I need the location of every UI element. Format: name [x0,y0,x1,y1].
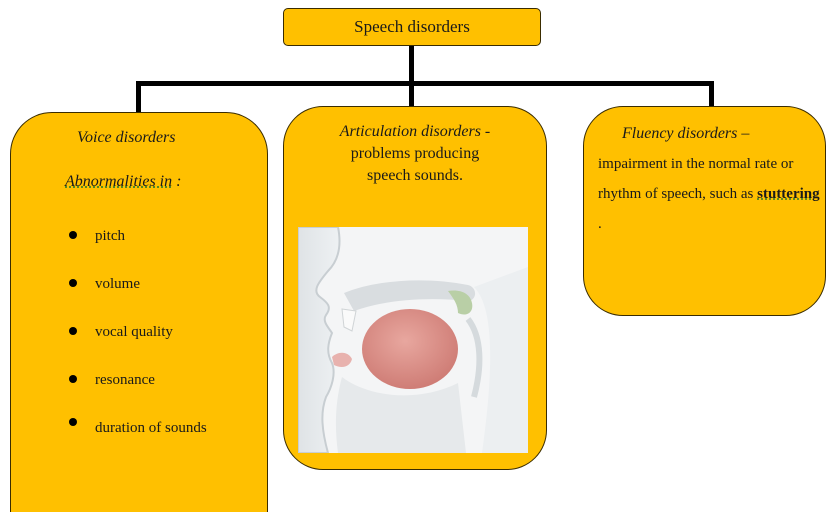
articulation-title: Articulation disorders [339,123,481,140]
voice-subtitle-main: Abnormalities in [65,173,173,190]
fluency-highlight-term: stuttering [757,186,820,202]
card-fluency-disorders: Fluency disorders – impairment in the no… [583,106,826,316]
root-node-speech-disorders: Speech disorders [283,8,541,46]
bullet-icon [69,418,77,426]
articulation-title-suffix: - [480,123,491,140]
connector-left-drop [136,81,141,113]
connector-right-drop [709,81,714,107]
root-node-label: Speech disorders [354,17,470,36]
card-voice-disorders: Voice disorders Abnormalities in : pitch… [10,112,268,512]
voice-abnormalities-list: pitch volume vocal quality resonance dur… [67,223,235,446]
list-item: resonance [67,367,235,393]
connector-horizontal [136,81,714,86]
list-item-label: pitch [95,228,125,244]
articulation-description: problems producing speech sounds. [350,145,480,184]
bullet-icon [69,327,77,335]
voice-disorders-title: Voice disorders [77,129,176,146]
voice-disorders-subtitle: Abnormalities in : [65,173,181,191]
list-item-label: vocal quality [95,324,173,340]
list-item: vocal quality [67,319,235,345]
list-item: pitch [67,223,235,249]
bullet-icon [69,231,77,239]
list-item-label: resonance [95,372,155,388]
fluency-text-block: Fluency disorders – impairment in the no… [598,119,820,239]
connector-mid-drop [409,81,414,107]
vocal-tract-illustration [298,227,528,453]
bullet-icon [69,375,77,383]
articulation-text-block: Articulation disorders - problems produc… [284,121,546,187]
bullet-icon [69,279,77,287]
list-item: duration of sounds [67,410,235,446]
list-item: volume [67,271,235,297]
card-articulation-disorders: Articulation disorders - problems produc… [283,106,547,470]
fluency-description-text: impairment in the normal rate or rhythm … [598,156,794,202]
fluency-description-end: . [598,216,602,232]
fluency-title: Fluency disorders – [622,125,750,142]
list-item-label: volume [95,276,140,292]
list-item-label: duration of sounds [95,420,207,436]
connector-trunk [409,46,414,84]
voice-subtitle-tail: : [172,173,182,190]
fluency-description: impairment in the normal rate or rhythm … [598,149,820,239]
vocal-tract-icon [298,227,528,453]
